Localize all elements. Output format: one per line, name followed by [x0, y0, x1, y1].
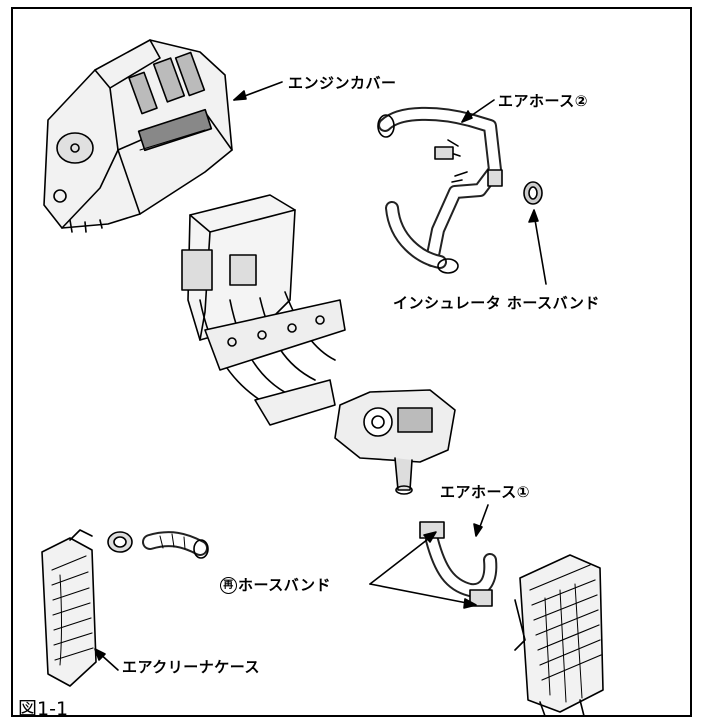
hose-band-text: ホースバンド — [238, 576, 332, 594]
throttle-body-drawing — [334, 389, 456, 495]
air-hose-2-drawing — [377, 106, 543, 274]
air-hose-2-label: エアホース② — [498, 92, 588, 110]
air-hose-1-label: エアホース① — [440, 483, 530, 501]
air-cleaner-case-drawing — [41, 529, 209, 687]
intercooler-drawing — [514, 554, 604, 717]
engine-cover-drawing — [43, 39, 233, 233]
insulator-hose-band-label: インシュレータ ホースバンド — [393, 294, 600, 312]
leader-arrows — [94, 81, 547, 671]
intake-manifold-drawing — [181, 194, 346, 426]
air-cleaner-case-label: エアクリーナケース — [122, 658, 261, 676]
reuse-mark-icon: 再 — [220, 577, 237, 594]
figure-caption: 図1-1 — [18, 698, 69, 720]
hose-band-label: 再ホースバンド — [220, 574, 331, 595]
air-hose-1-drawing — [419, 521, 498, 607]
engine-cover-label: エンジンカバー — [288, 74, 397, 92]
